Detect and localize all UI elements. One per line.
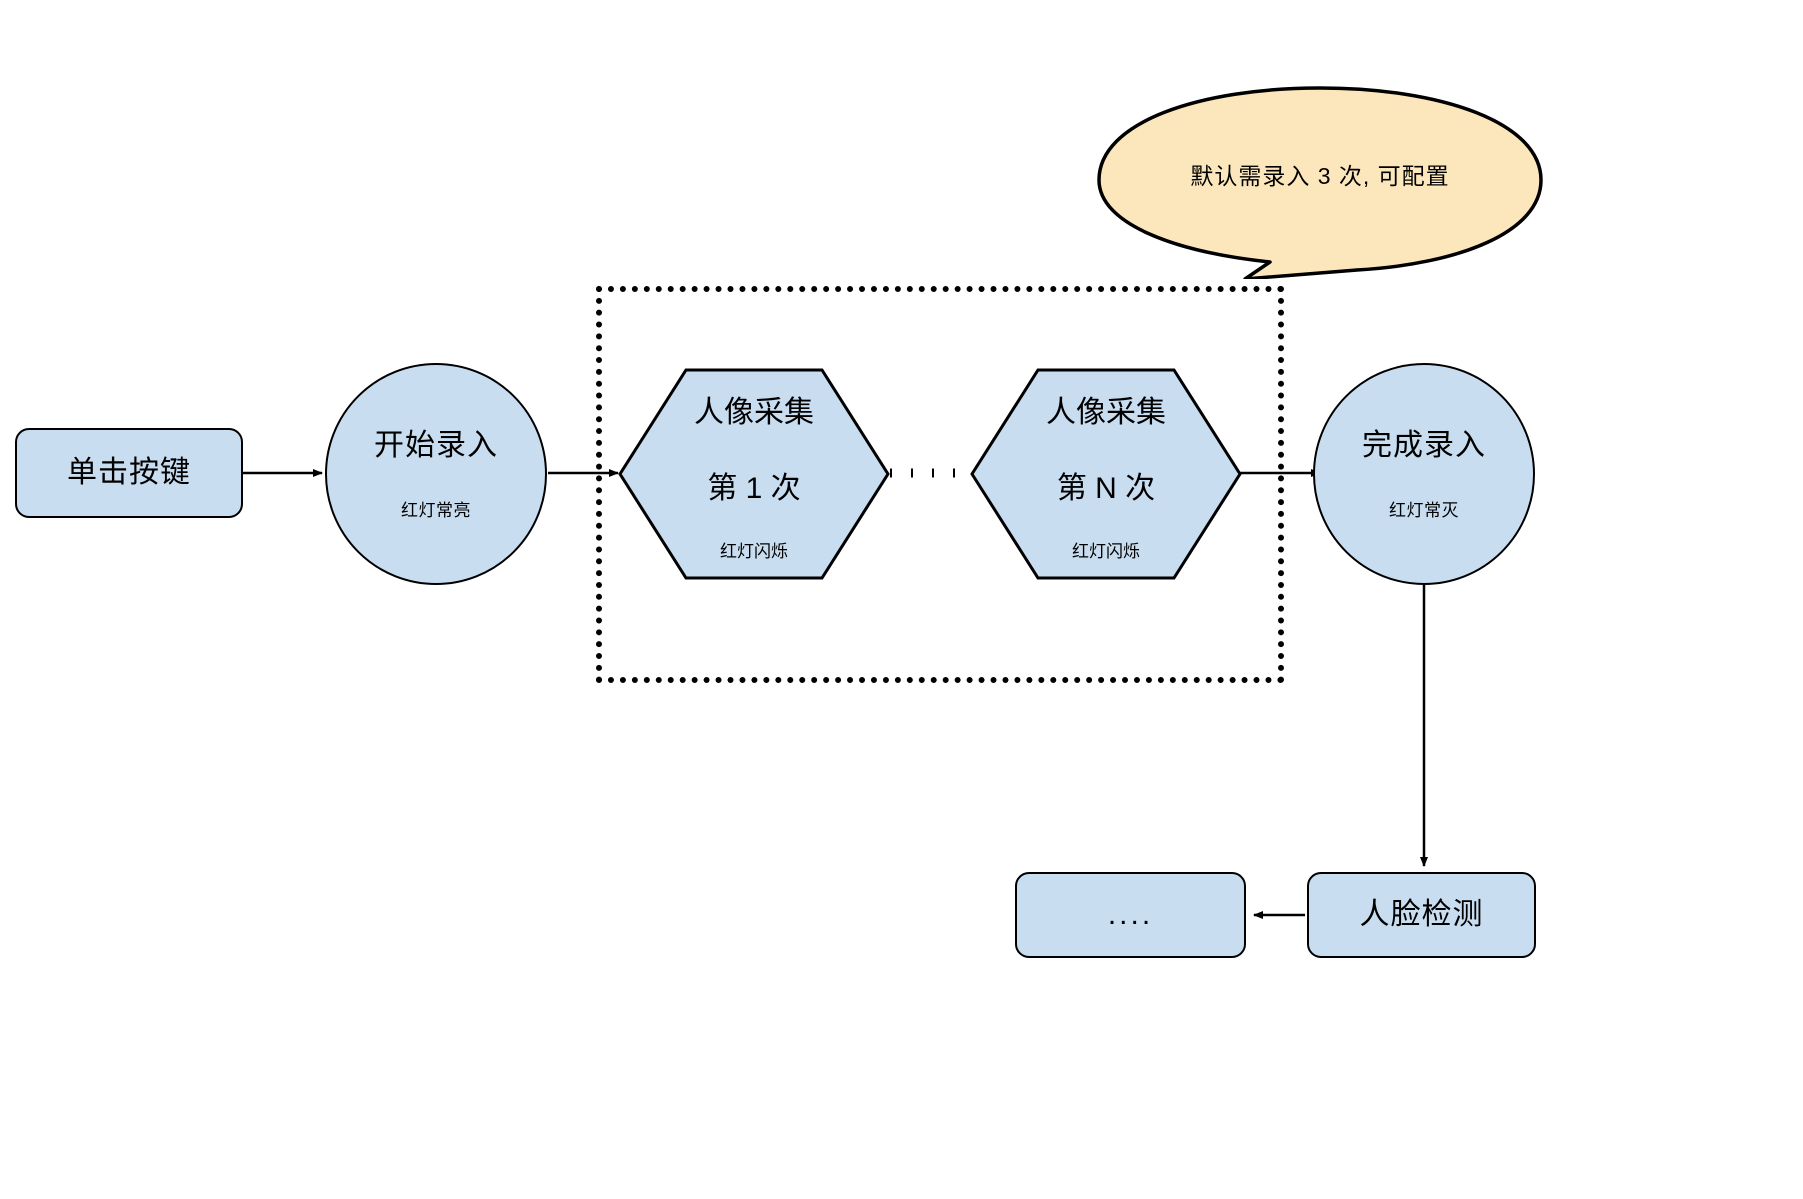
node-start-enroll[interactable]: 开始录入 红灯常亮: [325, 363, 547, 585]
node-face-detect-label: 人脸检测: [1359, 898, 1484, 932]
bubble-shape: [1097, 86, 1543, 279]
node-capture-first-sublabel: 红灯闪烁: [720, 541, 788, 561]
node-more-steps[interactable]: ....: [1015, 872, 1246, 958]
hexagon-shape-nth: [970, 368, 1242, 580]
node-finish-enroll-label: 完成录入: [1362, 429, 1486, 463]
node-click-button[interactable]: 单击按键: [15, 428, 243, 518]
annotation-bubble-text: 默认需录入 3 次, 可配置: [1190, 163, 1450, 189]
node-capture-nth-line2: 第 N 次: [1056, 471, 1156, 505]
node-capture-first-line2: 第 1 次: [707, 471, 801, 505]
node-click-button-label: 单击按键: [67, 456, 191, 490]
node-start-enroll-label: 开始录入: [374, 429, 498, 463]
hexagon-shape-first: [618, 368, 890, 580]
node-capture-nth[interactable]: 人像采集 第 N 次 红灯闪烁: [970, 368, 1242, 580]
node-finish-enroll[interactable]: 完成录入 红灯常灭: [1313, 363, 1535, 585]
capture-loop-group-box: [596, 286, 1284, 683]
node-capture-first[interactable]: 人像采集 第 1 次 红灯闪烁: [618, 368, 890, 580]
node-face-detect[interactable]: 人脸检测: [1307, 872, 1536, 958]
node-capture-nth-line1: 人像采集: [1046, 395, 1166, 429]
node-more-steps-label: ....: [1107, 898, 1154, 932]
node-capture-nth-sublabel: 红灯闪烁: [1072, 541, 1140, 561]
node-capture-first-line1: 人像采集: [694, 395, 814, 429]
node-start-enroll-sublabel: 红灯常亮: [401, 500, 471, 520]
annotation-bubble: 默认需录入 3 次, 可配置: [1095, 84, 1545, 279]
node-finish-enroll-sublabel: 红灯常灭: [1389, 500, 1459, 520]
